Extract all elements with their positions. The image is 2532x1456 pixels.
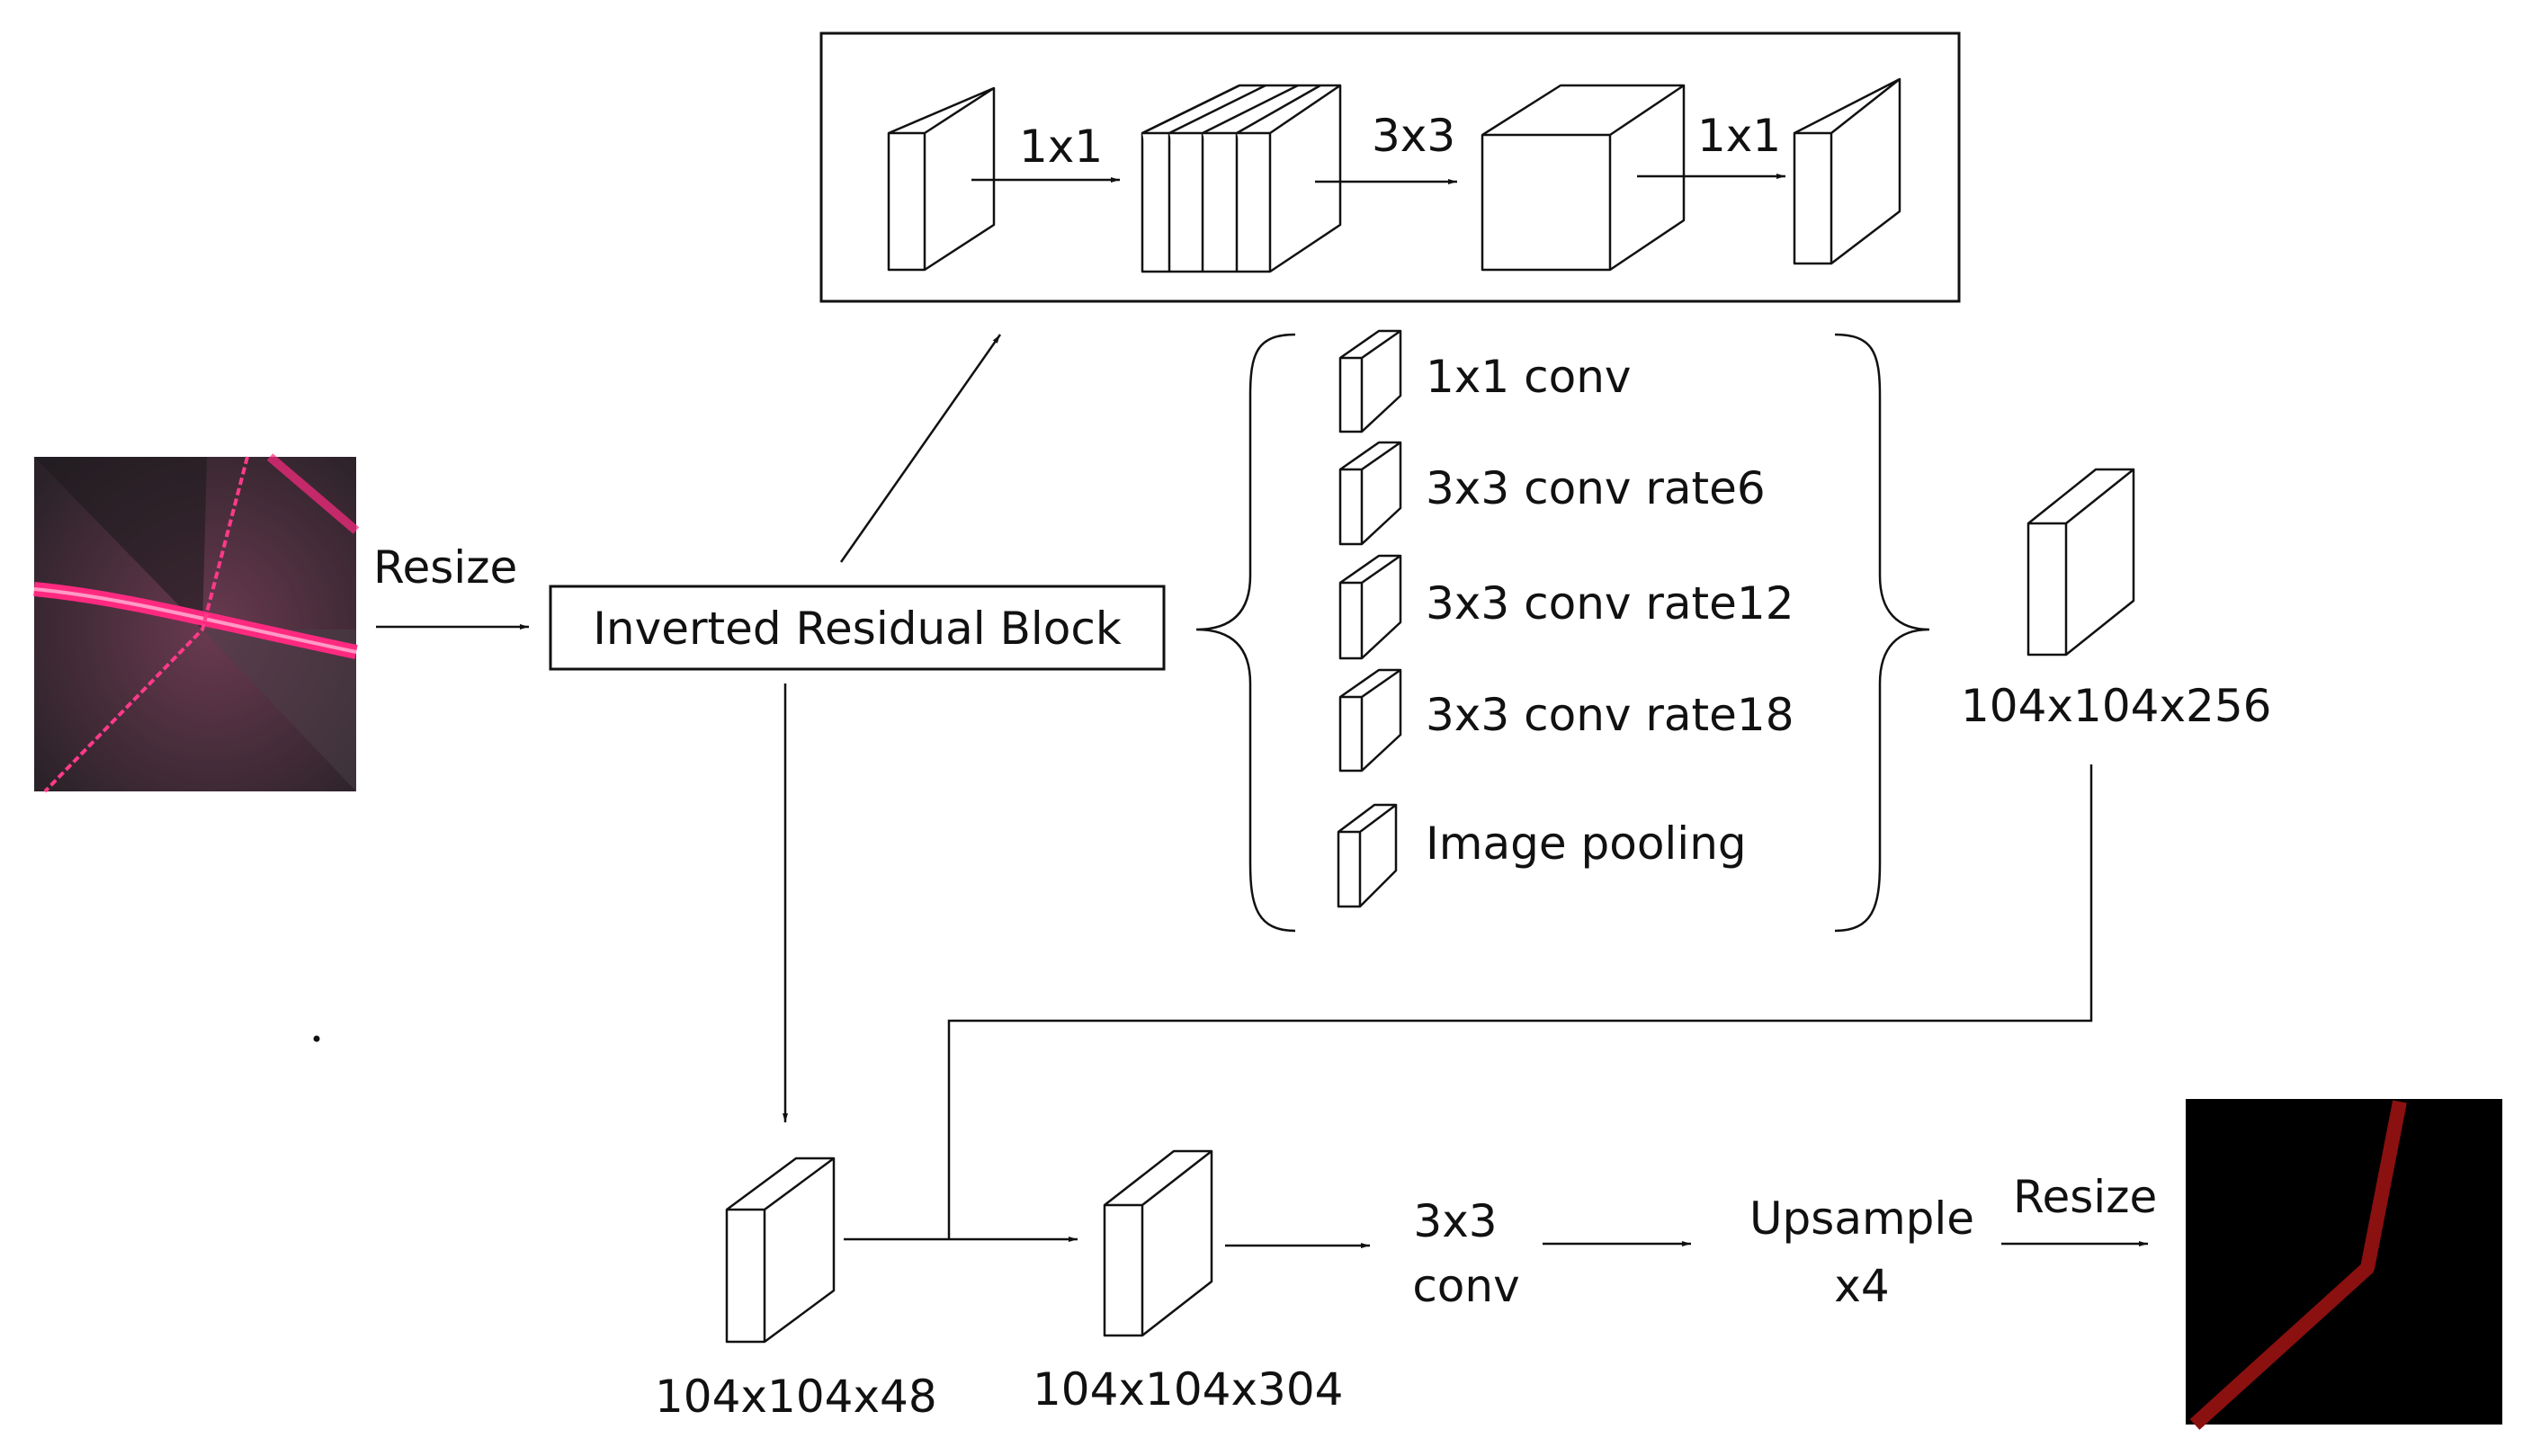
block-expansion-cube (1141, 84, 1342, 273)
inverted-residual-block-label: Inverted Residual Block (593, 603, 1122, 655)
block-depthwise-cube (1481, 84, 1686, 272)
conv3x3-label-line2: conv (1412, 1260, 1519, 1312)
aspp-rate6-cube (1338, 441, 1402, 546)
upsample-label-line1: Upsample (1749, 1192, 1974, 1245)
aspp-1x1-cube (1338, 329, 1402, 433)
aspp-rate12-cube (1338, 554, 1402, 660)
upsample-label-line2: x4 (1834, 1260, 1889, 1312)
resize-output-label: Resize (2013, 1171, 2157, 1223)
conv3x3-label-line1: 3x3 (1413, 1195, 1497, 1247)
block-detail-arrow (839, 334, 1002, 563)
aspp-rate12-label: 3x3 conv rate12 (1426, 577, 1794, 630)
aspp-1x1-label: 1x1 conv (1426, 351, 1631, 403)
block-output-cube (1793, 77, 1901, 265)
stray-dot (313, 1035, 320, 1042)
input-laser-image (33, 453, 360, 793)
concat-size-label: 104x104x304 (1033, 1363, 1343, 1416)
aspp-branch-image-pooling: Image pooling (1337, 803, 1747, 908)
block-3x3-label: 3x3 (1372, 110, 1455, 162)
aspp-rate6-label: 3x3 conv rate6 (1426, 462, 1766, 514)
aspp-left-brace (1195, 333, 1296, 933)
aspp-branch-rate18: 3x3 conv rate18 (1338, 668, 1794, 773)
aspp-branch-1x1: 1x1 conv (1338, 329, 1631, 433)
resize-input-label: Resize (373, 541, 517, 594)
aspp-pooling-label: Image pooling (1426, 817, 1747, 870)
aspp-branch-rate6: 3x3 conv rate6 (1338, 441, 1766, 546)
aspp-right-brace (1834, 333, 1930, 933)
aspp-pooling-cube (1337, 803, 1398, 908)
aspp-output-size-label: 104x104x256 (1961, 680, 2271, 732)
aspp-output-cube (2026, 468, 2135, 657)
aspp-to-concat-line (947, 764, 2093, 1239)
block-detail-box (819, 31, 1961, 303)
low-level-cube (725, 1157, 836, 1344)
output-segmentation-mask (2186, 1099, 2502, 1430)
low-level-size-label: 104x104x48 (655, 1371, 937, 1423)
inverted-residual-block-box (549, 585, 1166, 671)
block-input-cube (887, 86, 996, 272)
aspp-branch-rate12: 3x3 conv rate12 (1338, 554, 1794, 660)
block-1x1-label-b: 1x1 (1697, 110, 1781, 162)
block-1x1-label-a: 1x1 (1019, 121, 1103, 173)
aspp-rate18-cube (1338, 668, 1402, 773)
aspp-rate18-label: 3x3 conv rate18 (1426, 689, 1794, 741)
concat-cube (1103, 1149, 1213, 1337)
